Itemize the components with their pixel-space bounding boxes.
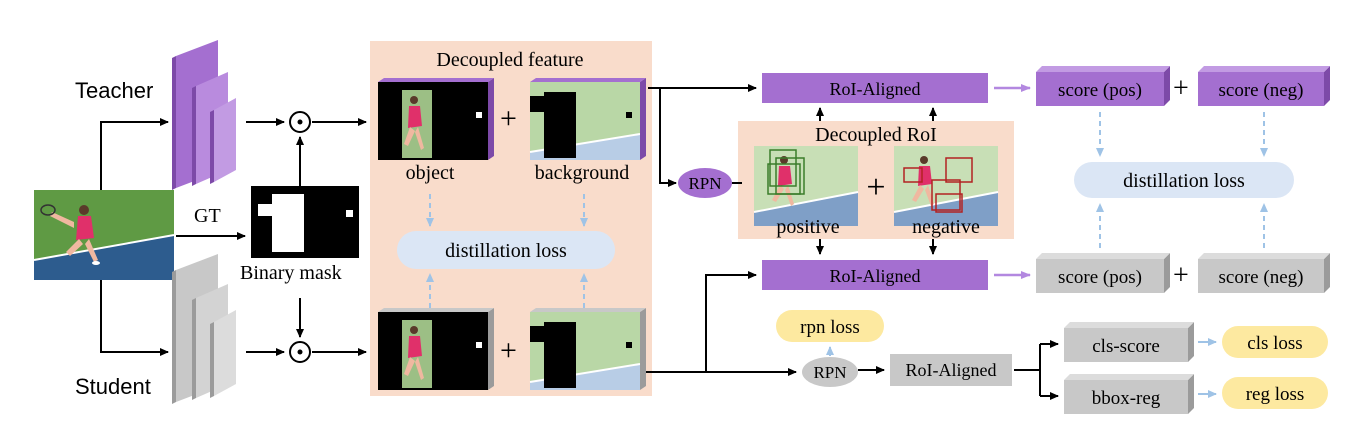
teacher-roi-aligned xyxy=(762,73,988,103)
student-rpn xyxy=(802,357,858,387)
teacher-score-neg-label: score (neg) xyxy=(1219,80,1304,101)
cls-score-box xyxy=(1064,322,1194,362)
positive-roi-image xyxy=(753,145,859,227)
student-rpn-label: RPN xyxy=(813,363,846,382)
distillation-loss-right-label: distillation loss xyxy=(1123,170,1245,192)
teacher-background-feature xyxy=(529,78,646,161)
arrow-student-feature-to-roi xyxy=(646,271,757,373)
arrow-teacher-feature-to-rpn xyxy=(659,88,677,187)
teacher-object-feature xyxy=(378,78,494,160)
binary-mask xyxy=(251,186,359,258)
plus-roi: + xyxy=(866,169,885,206)
student-roi-aligned-label: RoI-Aligned xyxy=(830,266,921,286)
rpn-loss-label: rpn loss xyxy=(800,317,860,338)
arrow-to-teacher xyxy=(100,118,169,190)
input-image xyxy=(33,189,175,281)
decoupled-feature-title: Decoupled feature xyxy=(436,49,583,71)
object-label: object xyxy=(406,162,455,184)
student-roi-aligned xyxy=(762,260,988,290)
binary-mask-label: Binary mask xyxy=(240,262,342,284)
teacher-odot xyxy=(289,111,311,133)
distillation-loss-left-label: distillation loss xyxy=(445,240,567,262)
decoupled-roi-title: Decoupled RoI xyxy=(815,124,937,146)
positive-label: positive xyxy=(776,216,839,238)
student-label: Student xyxy=(75,374,151,399)
student-odot xyxy=(289,341,311,363)
plus-student-features: + xyxy=(500,334,517,367)
gt-label: GT xyxy=(194,205,221,227)
cls-loss-label: cls loss xyxy=(1247,333,1302,354)
student-score-neg-label: score (neg) xyxy=(1219,267,1304,288)
plus-teacher-features: + xyxy=(500,102,517,135)
student-background-feature xyxy=(529,308,646,391)
plus-student-scores: + xyxy=(1173,260,1189,291)
student-score-pos-label: score (pos) xyxy=(1058,267,1142,288)
cls-score-label: cls-score xyxy=(1092,336,1160,357)
student-object-feature xyxy=(378,308,494,390)
plus-teacher-scores: + xyxy=(1173,73,1189,104)
teacher-label: Teacher xyxy=(75,78,153,103)
student-score-neg xyxy=(1198,253,1330,293)
student-branch-roi-aligned xyxy=(890,354,1012,386)
teacher-backbone xyxy=(172,40,236,190)
student-backbone xyxy=(172,254,236,404)
bbox-reg-box xyxy=(1064,374,1194,414)
bbox-reg-label: bbox-reg xyxy=(1092,388,1161,409)
teacher-score-pos-label: score (pos) xyxy=(1058,80,1142,101)
teacher-score-pos xyxy=(1036,66,1170,106)
cls-loss xyxy=(1222,326,1328,358)
teacher-rpn-label: RPN xyxy=(688,174,721,193)
arrow-to-student xyxy=(100,280,169,356)
background-label: background xyxy=(535,162,629,184)
student-branch-roi-aligned-label: RoI-Aligned xyxy=(906,360,997,380)
student-score-pos xyxy=(1036,253,1170,293)
teacher-score-neg xyxy=(1198,66,1330,106)
rpn-loss xyxy=(776,310,884,342)
negative-label: negative xyxy=(912,216,980,238)
negative-roi-image xyxy=(893,145,999,227)
distillation-loss-left xyxy=(397,231,615,269)
reg-loss xyxy=(1222,377,1328,409)
distillation-loss-right xyxy=(1074,162,1294,198)
reg-loss-label: reg loss xyxy=(1246,384,1305,405)
teacher-roi-aligned-label: RoI-Aligned xyxy=(830,79,921,99)
teacher-rpn xyxy=(678,168,732,198)
